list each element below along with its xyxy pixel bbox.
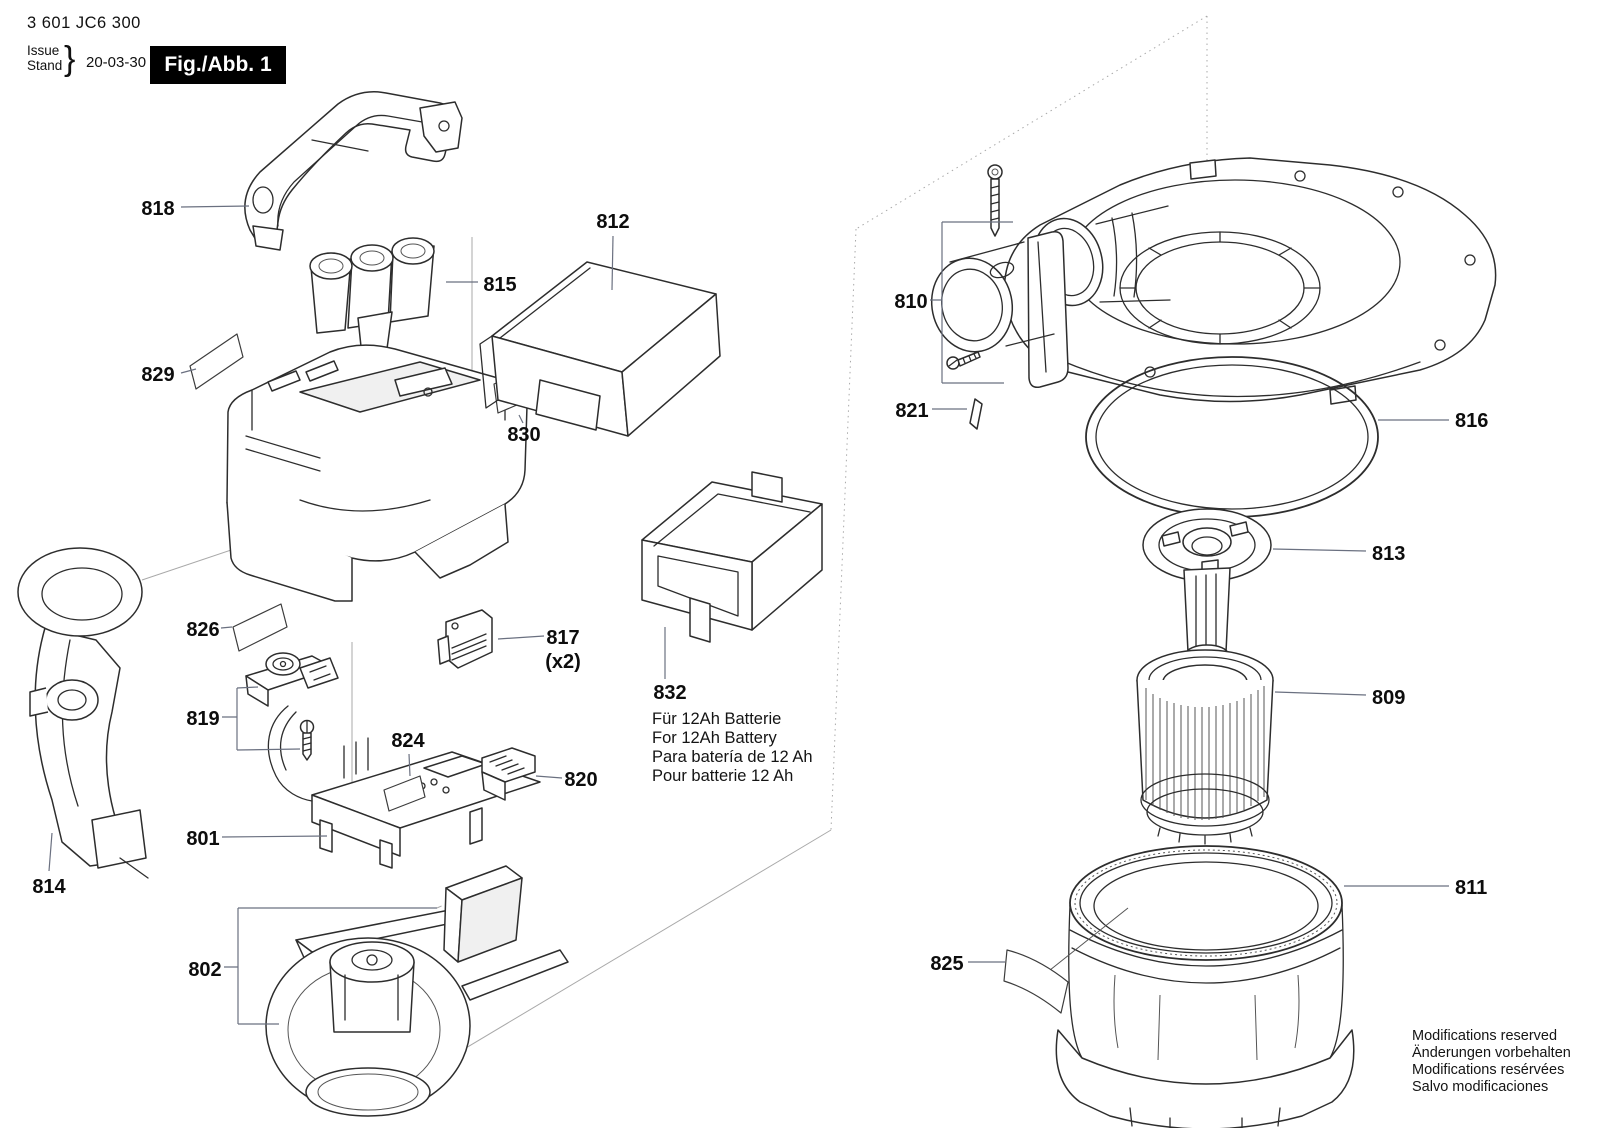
battery-note-fr: Pour batterie 12 Ah (652, 767, 793, 785)
inlet-elbow-810 (930, 230, 1069, 389)
issue-word-de: Stand (27, 58, 63, 73)
part-label-810: 810 (894, 291, 927, 313)
part-label-815: 815 (483, 274, 516, 296)
part-label-821: 821 (895, 400, 928, 422)
part-label-824: 824 (391, 730, 425, 752)
screw-long-810 (987, 164, 1003, 237)
footer-disclaimer: Modifications reserved Änderungen vorbeh… (1412, 1028, 1571, 1095)
part-label-801: 801 (186, 828, 219, 850)
motor-unit-802 (265, 905, 569, 1117)
main-housing (226, 344, 528, 602)
figure-title-box: Fig./Abb. 1 (150, 46, 286, 84)
footer-line-en: Modifications reserved (1412, 1028, 1557, 1044)
part-number-labels: 818 829 815 812 830 826 819 801 824 820 … (32, 198, 1488, 981)
document-part-number: 3 601 JC6 300 (27, 14, 141, 32)
footer-line-es: Salvo modificaciones (1412, 1079, 1548, 1095)
leader-lines (48, 205, 1449, 1025)
clip-820 (481, 747, 536, 801)
part-label-811: 811 (1455, 877, 1487, 899)
issue-word-en: Issue (27, 43, 60, 58)
sticker-829 (189, 333, 244, 390)
sticker-824 (383, 775, 426, 812)
issue-stand-words: Issue Stand (27, 43, 62, 73)
part-label-832: 832 (653, 682, 686, 704)
part-label-830: 830 (507, 424, 540, 446)
carry-handle-818 (244, 91, 463, 251)
footer-line-fr: Modifications resérvées (1412, 1062, 1564, 1078)
part-label-817: 817 (546, 627, 579, 649)
issue-brace: } (64, 40, 76, 78)
side-handle-814 (17, 547, 149, 879)
battery-note-es: Para batería de 12 Ah (652, 748, 813, 766)
part-label-809: 809 (1372, 687, 1405, 709)
part-label-816: 816 (1455, 410, 1488, 432)
container-811 (1039, 845, 1355, 1128)
switch-819 (245, 652, 339, 707)
filter-cap-813 (1142, 508, 1272, 664)
part-label-826: 826 (186, 619, 219, 641)
screw-short-810 (946, 351, 981, 370)
sticker-826 (232, 603, 288, 652)
battery-note-en: For 12Ah Battery (652, 729, 777, 747)
part-label-818: 818 (141, 198, 174, 220)
battery-frame-832 (641, 471, 823, 643)
issue-date: 20-03-30 (86, 54, 147, 71)
part-label-817-qty: (x2) (545, 651, 581, 673)
filter-cartridge-809 (1136, 649, 1274, 845)
battery-note: Für 12Ah Batterie For 12Ah Battery Para … (652, 710, 813, 785)
clip-817 (437, 609, 493, 669)
part-label-829: 829 (141, 364, 174, 386)
part-label-820: 820 (564, 769, 597, 791)
foam-block (443, 865, 523, 963)
top-cover-812 (479, 261, 721, 437)
blower-housing (1003, 157, 1497, 405)
part-label-812: 812 (596, 211, 629, 233)
part-label-825: 825 (930, 953, 963, 975)
part-label-813: 813 (1372, 543, 1405, 565)
screw-819 (299, 719, 315, 761)
part-label-814: 814 (32, 876, 66, 898)
part-label-819: 819 (186, 708, 219, 730)
sticker-825 (1003, 949, 1069, 1014)
footer-line-de: Änderungen vorbehalten (1412, 1044, 1571, 1061)
figure-title: Fig./Abb. 1 (164, 53, 272, 76)
battery-note-de: Für 12Ah Batterie (652, 710, 781, 728)
part-label-802: 802 (188, 959, 221, 981)
seal-821 (969, 398, 983, 430)
